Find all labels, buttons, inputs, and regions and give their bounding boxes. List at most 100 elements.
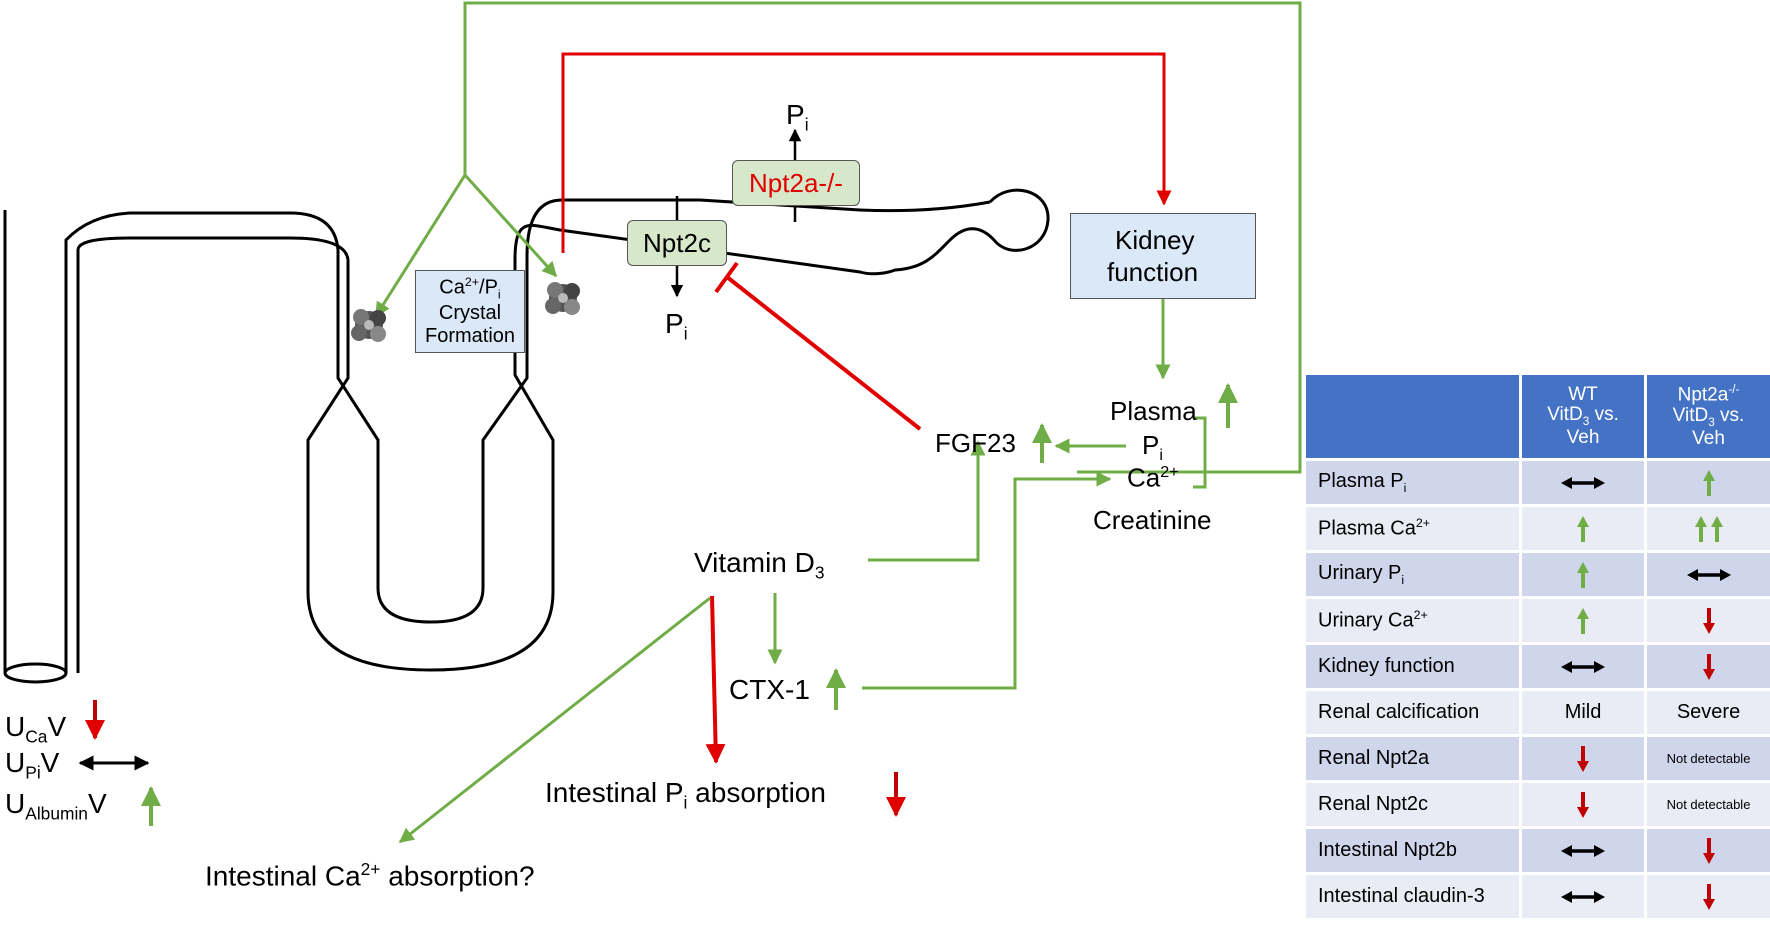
- kidney-function-box: Kidney function: [1070, 213, 1256, 299]
- row-name: Plasma Pi: [1306, 461, 1520, 504]
- npt2a-label: Npt2a-/-: [749, 167, 843, 198]
- kidney-line1: Kidney: [1115, 224, 1195, 255]
- red-fgf23-inhibit: [725, 275, 922, 431]
- row-wt-cell: [1519, 783, 1645, 826]
- vitamin-d3-label: Vitamin D3: [694, 549, 825, 582]
- row-name: Plasma Ca2+: [1306, 507, 1520, 550]
- table-row: Urinary Pi: [1306, 553, 1770, 596]
- intestinal-pi-label: Intestinal Pi absorption: [545, 779, 826, 812]
- row-wt-down-icon: [1577, 745, 1590, 772]
- upi-v: V: [40, 747, 60, 778]
- fgf23-label: FGF23: [935, 428, 1016, 458]
- row-wt-cell: [1519, 875, 1645, 918]
- table-header-ko: Npt2a-/- VitD3 vs. Veh: [1644, 375, 1770, 458]
- plasma-pi-p: P: [1142, 430, 1160, 460]
- table-row: Kidney function: [1306, 645, 1770, 688]
- row-ko-down-icon: [1702, 837, 1715, 864]
- plasma-pi-label: Pi: [1142, 432, 1163, 463]
- upi-sub: Pi: [25, 762, 41, 783]
- row-ko-cell: Severe: [1644, 691, 1770, 734]
- row-ko-down-icon: [1702, 883, 1715, 910]
- intestinal-ca-label: Intestinal Ca2+ absorption?: [205, 860, 535, 892]
- row-wt-both-icon: [1561, 844, 1606, 857]
- row-name: Renal calcification: [1306, 691, 1520, 734]
- table-row: Renal Npt2c Not detectable: [1306, 783, 1770, 826]
- red-kidney-arrow: [561, 52, 1172, 253]
- npt2c-label: Npt2c: [643, 227, 711, 258]
- green-crystal-arrow-left: [374, 174, 467, 318]
- row-ko-cell: [1644, 507, 1770, 550]
- red-vitd-intpi-arrow: [705, 595, 726, 764]
- row-ko-cell: [1644, 461, 1770, 504]
- ko-header-npt2a: Npt2a: [1677, 384, 1729, 406]
- row-name: Renal Npt2a: [1306, 737, 1520, 780]
- table-header-row: WT VitD3 vs. Veh Npt2a-/- VitD3 vs. Veh: [1306, 375, 1770, 458]
- ko-header-l3: Veh: [1692, 427, 1725, 449]
- ualb-sub: Albumin: [25, 803, 88, 824]
- ctx1-label: CTX-1: [729, 674, 810, 705]
- uca-label: UCaV: [5, 713, 66, 746]
- row-name: Renal Npt2c: [1306, 783, 1520, 826]
- row-wt-cell: [1519, 829, 1645, 872]
- row-name: Intestinal claudin-3: [1306, 875, 1520, 918]
- row-ko-cell: [1644, 599, 1770, 642]
- results-table: WT VitD3 vs. Veh Npt2a-/- VitD3 vs. Veh …: [1306, 372, 1770, 921]
- row-ko-cell: Not detectable: [1644, 783, 1770, 826]
- ko-header-vs: vs.: [1714, 404, 1745, 426]
- plasma-label: Plasma: [1110, 396, 1197, 426]
- uca-sub: Ca: [25, 726, 48, 747]
- upi-u: U: [5, 747, 26, 778]
- row-wt-both-icon: [1561, 476, 1606, 489]
- plasma-ca-label: Ca2+: [1127, 464, 1179, 491]
- crystal-right-icon: [545, 282, 580, 315]
- nephron-outline: [3, 188, 1050, 684]
- npt2a-pi-label: Pi: [786, 101, 809, 134]
- npt2c-box: Npt2c: [627, 220, 727, 266]
- table-row: Plasma Ca2+: [1306, 507, 1770, 550]
- crystal-ca-text: Ca: [439, 276, 465, 299]
- green-loop-line: [463, 1, 1302, 474]
- intpi-text: Intestinal P: [545, 777, 684, 808]
- npt2c-pi-p: P: [665, 308, 684, 339]
- crystal-ca-sup: 2+: [464, 275, 480, 290]
- table-row: Intestinal Npt2b: [1306, 829, 1770, 872]
- crystal-left-icon: [351, 309, 386, 342]
- crystal-formation-box: Ca2+/Pi Crystal Formation: [415, 270, 525, 353]
- crystal-line3: Formation: [424, 324, 516, 347]
- row-ko-cell: [1644, 875, 1770, 918]
- row-wt-cell: Mild: [1519, 691, 1645, 734]
- row-ko-cell: Not detectable: [1644, 737, 1770, 780]
- upi-label: UPiV: [5, 749, 59, 782]
- row-ko-cell: [1644, 553, 1770, 596]
- uca-u: U: [5, 711, 26, 742]
- wt-header-vitd: VitD: [1547, 403, 1583, 425]
- row-name: Urinary Ca2+: [1306, 599, 1520, 642]
- table-row: Renal Npt2a Not detectable: [1306, 737, 1770, 780]
- plasma-bracket: [1193, 416, 1207, 489]
- table-header-empty: [1306, 375, 1520, 458]
- crystal-line2: Crystal: [438, 301, 502, 324]
- row-ko-both-icon: [1686, 568, 1731, 581]
- row-wt-cell: [1519, 645, 1645, 688]
- table-header-wt: WT VitD3 vs. Veh: [1519, 375, 1645, 458]
- intca-text: Intestinal Ca: [205, 860, 361, 892]
- row-ko-cell: [1644, 829, 1770, 872]
- table-row: Plasma Pi: [1306, 461, 1770, 504]
- green-vitd-intca-arrow: [398, 596, 711, 844]
- vitd-sub: 3: [814, 562, 825, 583]
- green-vitd-fgf23-arrow: [868, 440, 986, 562]
- row-ko-down-icon: [1702, 607, 1715, 634]
- row-name: Intestinal Npt2b: [1306, 829, 1520, 872]
- row-name: Kidney function: [1306, 645, 1520, 688]
- row-ko-up2-icon: [1694, 515, 1723, 542]
- npt2c-pi-sub: i: [683, 323, 688, 344]
- ko-header-vitd: VitD: [1672, 404, 1709, 426]
- table-row: Intestinal claudin-3: [1306, 875, 1770, 918]
- row-wt-down-icon: [1577, 791, 1590, 818]
- uca-v: V: [47, 711, 67, 742]
- green-crystal-arrow-right: [463, 173, 558, 278]
- row-ko-up-icon: [1702, 469, 1715, 496]
